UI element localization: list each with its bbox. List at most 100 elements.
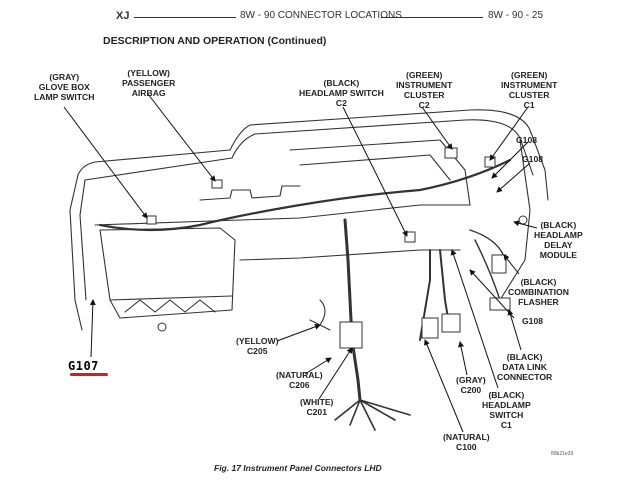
headlamp-delay-module-shape [518, 215, 528, 225]
label-line: (NATURAL) [276, 370, 323, 380]
label-headlamp-delay-module: (BLACK) HEADLAMP DELAY MODULE [534, 220, 583, 260]
label-line: C206 [289, 380, 310, 390]
leader-delay-module [513, 220, 538, 229]
dash-top-outline [77, 109, 549, 201]
section-heading: DESCRIPTION AND OPERATION (Continued) [103, 35, 327, 47]
label-line: MODULE [539, 250, 577, 260]
figure-code: 80b21e39 [551, 451, 574, 457]
label-line: (NATURAL) [443, 432, 490, 442]
g107-label: G107 [68, 359, 99, 373]
c201-connector-shape [339, 321, 363, 349]
label-c200: (GRAY) C200 [456, 375, 486, 395]
g107-red-underline [70, 373, 108, 376]
leader-data-link [507, 309, 522, 351]
label-line: (BLACK) [540, 220, 577, 230]
glove-box-switch-shape [146, 215, 157, 225]
label-line: (GRAY) [456, 375, 486, 385]
ground-stud-shape [157, 322, 167, 332]
leader-airbag [147, 93, 216, 182]
label-line: (BLACK) [488, 390, 525, 400]
label-line: PASSENGER [122, 78, 176, 88]
label-line: (GRAY) [49, 72, 80, 82]
dash-right-side [499, 139, 531, 301]
label-line: (YELLOW) [127, 68, 170, 78]
label-g108-c: G108 [522, 316, 544, 326]
label-line: C1 [523, 100, 535, 110]
data-link-connector-shape [489, 297, 511, 311]
leader-c100 [424, 339, 464, 433]
label-line: (YELLOW) [236, 336, 279, 346]
harness-branches [334, 399, 411, 431]
dash-top-inner [84, 119, 534, 181]
label-line: C2 [335, 98, 347, 108]
leader-flasher [503, 254, 520, 275]
header-model: XJ [116, 10, 130, 22]
leader-cluster-c1 [489, 106, 529, 161]
glove-box [99, 227, 236, 319]
header-section-title: 8W - 90 CONNECTOR LOCATIONS [240, 10, 402, 21]
label-data-link-connector: (BLACK) DATA LINK CONNECTOR [497, 352, 552, 382]
label-passenger-airbag: (YELLOW) PASSENGER AIRBAG [122, 68, 175, 98]
cluster-c1-shape [484, 156, 496, 168]
headlamp-switch-c2-shape [404, 231, 416, 243]
label-line: CLUSTER [403, 90, 445, 100]
leader-g108-a [491, 141, 529, 179]
label-line: (BLACK) [323, 78, 360, 88]
leader-g108-b [496, 162, 531, 193]
combination-flasher-shape [491, 254, 507, 274]
label-c205: (YELLOW) C205 [236, 336, 278, 356]
label-g108-b: G108 [522, 154, 544, 164]
label-headlamp-switch-c1: (BLACK) HEADLAMP SWITCH C1 [482, 390, 531, 430]
label-line: HEADLAMP SWITCH [299, 88, 384, 98]
label-line: HEADLAMP [482, 400, 531, 410]
label-line: C201 [306, 407, 327, 417]
label-instrument-cluster-c2: (GREEN) INSTRUMENT CLUSTER C2 [396, 70, 452, 110]
label-line: (GREEN) [511, 70, 548, 80]
header-rule-right [381, 17, 483, 18]
leader-c200 [458, 341, 468, 376]
header-page-number: 8W - 90 - 25 [488, 10, 544, 21]
harness-drop-left [343, 218, 362, 402]
label-glove-box-lamp-switch: (GRAY) GLOVE BOX LAMP SWITCH [34, 72, 94, 102]
leader-c201 [318, 347, 353, 400]
label-line: AIRBAG [131, 88, 166, 98]
label-c206: (NATURAL) C206 [276, 370, 323, 390]
leader-g108-c [469, 269, 515, 319]
label-line: (BLACK) [506, 352, 543, 362]
cluster-opening [289, 139, 471, 206]
leader-cluster-c2 [421, 106, 453, 150]
cluster-c2-shape [444, 147, 458, 159]
label-line: (WHITE) [300, 397, 334, 407]
airbag-connector-shape [211, 179, 223, 189]
label-line: INSTRUMENT [396, 80, 453, 90]
label-c100: (NATURAL) C100 [443, 432, 490, 452]
leader-g107 [89, 299, 96, 358]
leader-c206 [304, 357, 332, 375]
label-line: C200 [460, 385, 482, 395]
dash-left-end [69, 174, 87, 331]
label-line: FLASHER [518, 297, 559, 307]
figure-caption: Fig. 17 Instrument Panel Connectors LHD [214, 463, 382, 473]
label-line: C2 [418, 100, 430, 110]
leader-glove-box [63, 106, 148, 219]
label-line: CONNECTOR [497, 372, 553, 382]
label-c201: (WHITE) C201 [300, 397, 333, 417]
label-line: LAMP SWITCH [34, 92, 95, 102]
label-combination-flasher: (BLACK) COMBINATION FLASHER [508, 277, 569, 307]
label-line: (BLACK) [520, 277, 557, 287]
leader-c205 [276, 323, 321, 342]
label-headlamp-switch-c2: (BLACK) HEADLAMP SWITCH C2 [299, 78, 384, 108]
label-instrument-cluster-c1: (GREEN) INSTRUMENT CLUSTER C1 [501, 70, 557, 110]
label-line: C205 [246, 346, 268, 356]
label-line: (GREEN) [406, 70, 443, 80]
label-line: SWITCH [489, 410, 524, 420]
leader-headlamp-switch-c1 [450, 249, 499, 389]
label-line: HEADLAMP [534, 230, 583, 240]
c100-connector-shape [421, 317, 439, 339]
label-line: CLUSTER [508, 90, 550, 100]
label-line: COMBINATION [508, 287, 569, 297]
label-line: DELAY [544, 240, 573, 250]
label-line: GLOVE BOX [38, 82, 90, 92]
label-g108-a: G108 [516, 135, 538, 145]
